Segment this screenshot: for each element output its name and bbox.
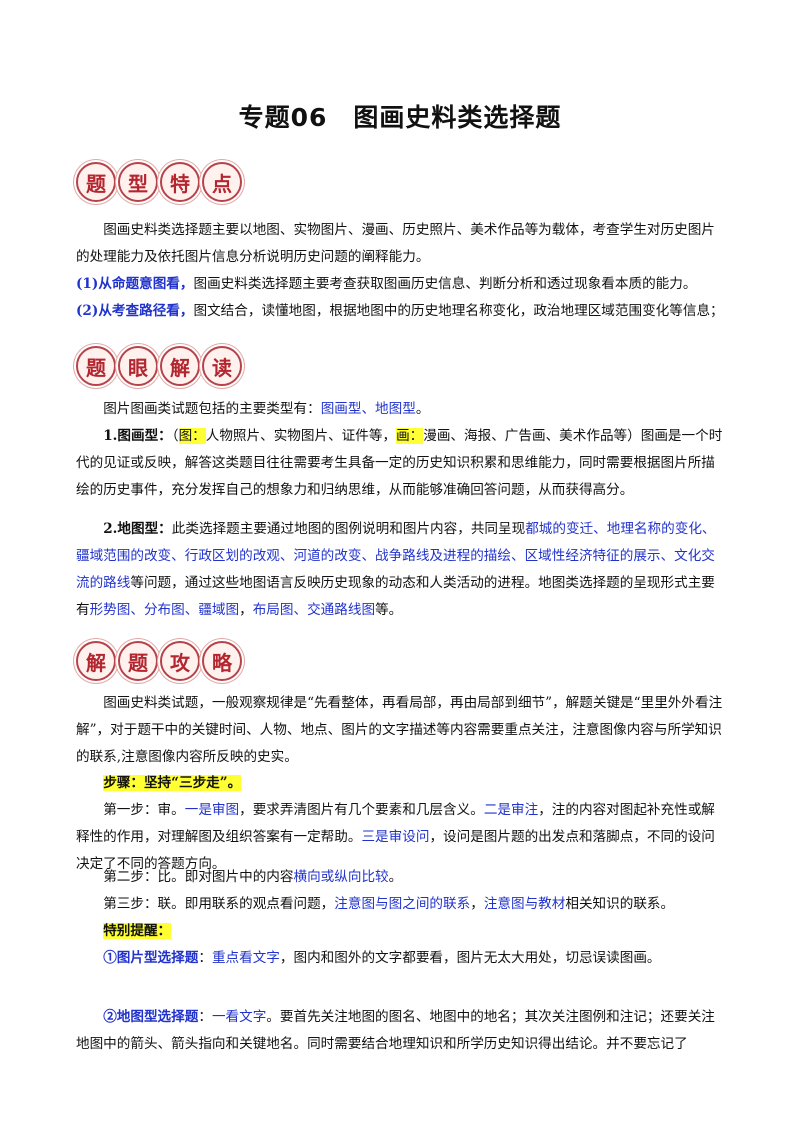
s3-tip-2: ②地图型选择题：一看文字。要首先关注地图的图名、地图中的地名；其次关注图例和注记… [76, 1004, 728, 1058]
s3-paragraph-1: 图画史料类试题，一般观察规律是“先看整体，再看局部，再由局部到细节”，解题关键是… [76, 695, 723, 765]
s2-t2-c: ， [239, 602, 253, 618]
s3-tip1-colon: ： [198, 950, 212, 966]
s3-tips-label: 特别提醒： [103, 923, 172, 939]
section-badge-question-type: 题 型 特 点 [76, 162, 242, 202]
badge-char: 读 [202, 346, 242, 386]
s3-step-1: 第一步：审。一是审图，要求弄清图片有几个要素和几层含义。二是审注，注的内容对图起… [76, 797, 728, 878]
badge-char: 型 [118, 162, 158, 202]
s3-st1-e: ，设问是图片题的出发点和落脚点，不同的设问决定了不同的答题方向。 [76, 829, 715, 872]
s2-type-2: 2.地图型：此类选择题主要通过地图的图例说明和图片内容，共同呈现都城的变迁、地理… [76, 516, 728, 624]
s2-t1-c: 漫画、海报、广告画、美术作品等）图画是一个时代的见证或反映，解答这类题目往往需要… [76, 428, 723, 498]
s2-t2-d: 等。 [375, 602, 403, 618]
badge-char: 眼 [118, 346, 158, 386]
s2-t1-lead: 1.图画型： [103, 428, 172, 444]
section-badge-solving-strategy: 解 题 攻 略 [76, 641, 242, 681]
badge-char: 特 [160, 162, 200, 202]
s3-st1-blue-1: 一是审图 [184, 802, 240, 818]
s1-p2-text: 图画史料类选择题主要考查获取图画历史信息、判断分析和透过现象看本质的能力。 [193, 276, 697, 292]
s3-tip1-text: ，图内和图外的文字都要看，图片无太大用处，切忌误读图画。 [279, 950, 661, 966]
badge-char: 题 [76, 162, 116, 202]
s3-st3-d: 相关知识的联系。 [565, 896, 675, 912]
s2-type-1: 1.图画型：（图：人物照片、实物图片、证件等，画：漫画、海报、广告画、美术作品等… [76, 423, 728, 504]
s2-t2-b: 等问题，通过这些地图语言反映历史现象的动态和人类活动的进程。地图类选择题的呈现形… [76, 575, 715, 618]
s1-p3-lead: (2)从考查路径看， [76, 303, 194, 319]
s3-st2-blue: 横向或纵向比较 [293, 869, 389, 885]
s3-tip2-colon: ： [198, 1009, 212, 1025]
s3-tip2-text: 。要首先关注地图的图名、地图中的地名；其次关注图例和注记；还要关注地图中的箭头、… [76, 1009, 715, 1052]
s2-intro: 图片图画类试题包括的主要类型有：图画型、地图型。 [76, 396, 728, 423]
s2-intro-types: 图画型、地图型 [320, 401, 416, 417]
s1-paragraph-1: 图画史料类选择题主要以地图、实物图片、漫画、历史照片、美术作品等为载体，考查学生… [76, 222, 715, 265]
s3-tip-1: ①图片型选择题：重点看文字，图内和图外的文字都要看，图片无太大用处，切忌误读图画… [76, 945, 728, 972]
s3-tips-label-row: 特别提醒： [76, 918, 728, 945]
s2-intro-a: 图片图画类试题包括的主要类型有： [103, 401, 321, 417]
s1-paragraph-2: (1)从命题意图看，图画史料类选择题主要考查获取图画历史信息、判断分析和透过现象… [76, 271, 728, 298]
s2-t2-lead: 2.地图型： [103, 521, 172, 537]
s2-t1-highlight-1: 图： [178, 428, 206, 444]
s3-st1-d: ，注的内容对图起补充性或解释性的作用，对理解图及组织答案有一定帮助。 [76, 802, 715, 845]
badge-char: 点 [202, 162, 242, 202]
s2-t2-a: 此类选择题主要通过地图的图例说明和图片内容，共同呈现 [171, 521, 526, 537]
s2-t1-highlight-2: 画： [396, 428, 424, 444]
badge-char: 略 [202, 641, 242, 681]
s3-tip1-lead: ①图片型选择题 [103, 950, 199, 966]
s2-intro-c: 。 [415, 401, 430, 417]
s3-step-3: 第三步：联。即用联系的观点看问题，注意图与图之间的联系，注意图与教材相关知识的联… [76, 891, 728, 918]
badge-char: 解 [160, 346, 200, 386]
badge-char: 题 [76, 346, 116, 386]
s2-t2-blue-1: 都城的变迁、地理名称的变化、疆域范围的改变、行政区划的改观、河道的改变、战争路线… [76, 521, 716, 591]
s2-t1-b: 人物照片、实物图片、证件等， [205, 428, 397, 444]
s1-p3-text: 图文结合，读懂地图，根据地图中的历史地理名称变化，政治地理区域范围变化等信息； [193, 303, 724, 319]
s3-st1-blue-2: 二是审注 [483, 802, 539, 818]
s1-paragraph-3: (2)从考查路径看，图文结合，读懂地图，根据地图中的历史地理名称变化，政治地理区… [76, 298, 728, 325]
s3-tip2-blue: 一看文字 [211, 1009, 267, 1025]
s3-st1-a: 第一步：审。 [103, 802, 185, 818]
s3-st3-c: ， [470, 896, 484, 912]
s3-step-2: 第二步：比。即对图片中的内容横向或纵向比较。 [76, 864, 728, 891]
s3-st1-c: ，要求弄清图片有几个要素和几层含义。 [239, 802, 484, 818]
section-badge-keyword-reading: 题 眼 解 读 [76, 346, 242, 386]
s3-st3-blue-2: 注意图与教材 [483, 896, 566, 912]
s2-t2-blue-2: 形势图、分布图、疆域图 [89, 602, 240, 618]
s3-st2-c: 。 [388, 869, 403, 885]
s3-tip1-blue: 重点看文字 [211, 950, 280, 966]
badge-char: 攻 [160, 641, 200, 681]
s3-st3-blue-1: 注意图与图之间的联系 [334, 896, 471, 912]
s2-t1-a: （ [171, 428, 179, 444]
page-title: 专题06 图画史料类选择题 [238, 103, 562, 132]
s3-steps-label-row: 步骤：坚持“三步走”。 [76, 770, 728, 797]
badge-char: 解 [76, 641, 116, 681]
s3-st2-a: 第二步：比。即对图片中的内容 [103, 869, 294, 885]
s3-steps-label: 步骤：坚持“三步走”。 [103, 775, 242, 791]
s3-st3-a: 第三步：联。即用联系的观点看问题， [103, 896, 335, 912]
badge-char: 题 [118, 641, 158, 681]
s3-st1-blue-3: 三是审设问 [361, 829, 430, 845]
s2-t2-blue-3: 布局图、交通路线图 [252, 602, 376, 618]
s1-p2-lead: (1)从命题意图看， [76, 276, 194, 292]
s3-tip2-lead: ②地图型选择题 [103, 1009, 199, 1025]
